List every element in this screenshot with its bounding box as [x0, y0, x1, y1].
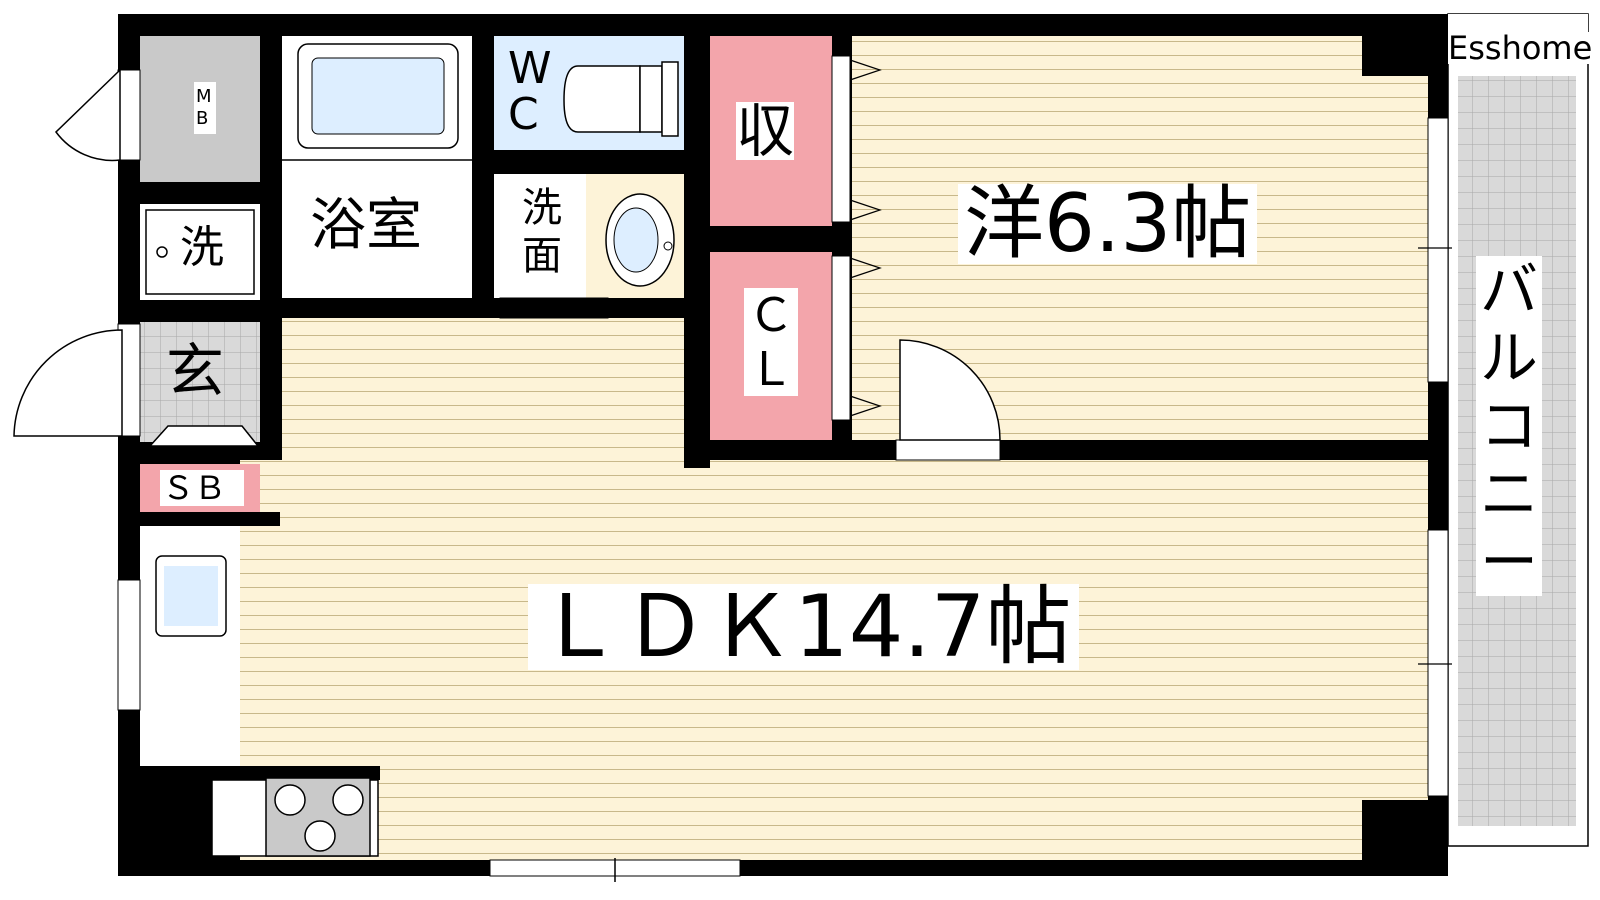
window-right-bottom	[1427, 529, 1449, 797]
wc-label: W C	[508, 43, 552, 140]
watermark: Esshome	[1448, 29, 1593, 67]
closet-label: Ｃ Ｌ	[744, 288, 798, 396]
balcony-label: バ ル コ ニ ー	[1476, 256, 1543, 596]
window-left	[117, 579, 141, 711]
laundry-label: 洗	[180, 222, 224, 273]
ldk-floor	[282, 318, 694, 468]
storage-label: 収	[736, 97, 795, 165]
entrance-label: 玄	[166, 337, 225, 405]
entrance	[140, 322, 260, 442]
balcony	[1447, 13, 1589, 847]
window-right-top	[1427, 117, 1449, 383]
shoebox-label: ＳＢ	[162, 469, 227, 507]
mb-label: M B	[196, 86, 212, 129]
ldk-label: ＬＤＫ14.7帖	[528, 584, 1080, 670]
western-room-label: 洋6.3帖	[958, 184, 1258, 264]
bath-label: 浴室	[310, 193, 422, 258]
washroom-label: 洗 面	[522, 185, 562, 279]
